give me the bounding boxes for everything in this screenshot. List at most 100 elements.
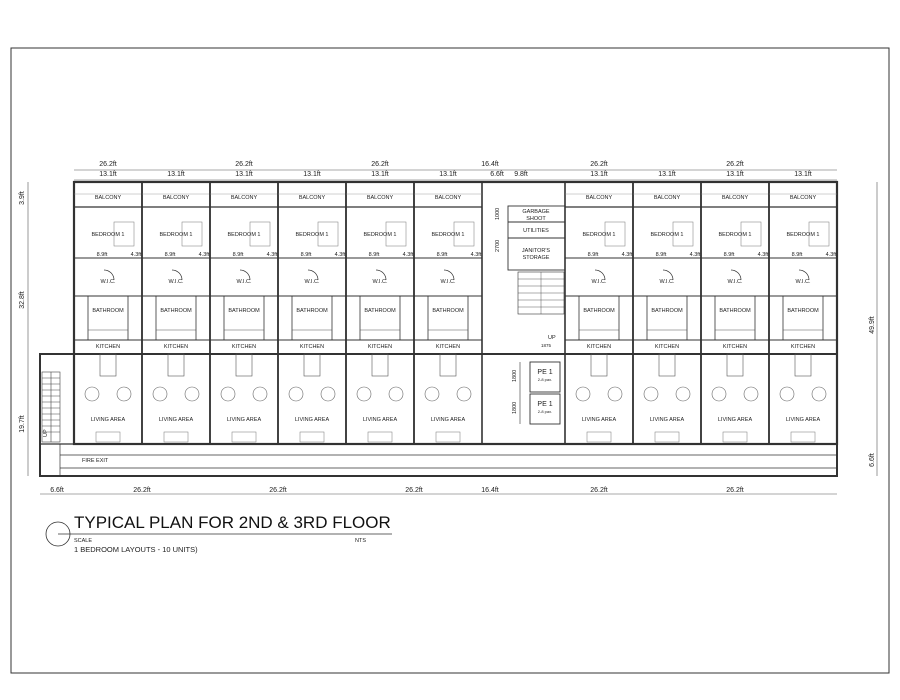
dim-right-bot: 6.6ft: [869, 453, 876, 467]
living-area-label: LIVING AREA: [650, 417, 685, 423]
dim-bottom: 26.2ft: [133, 487, 151, 494]
dim-inner-89: 8.9ft: [792, 252, 803, 258]
balcony-label: BALCONY: [790, 195, 817, 201]
dim-inner-43: 4.3ft: [131, 252, 142, 258]
core-dim-1800a: 1800: [512, 370, 518, 382]
kitchen-label: KITCHEN: [791, 344, 815, 350]
dim-top-unit: 13.1ft: [439, 171, 457, 178]
dim-inner-43: 4.3ft: [622, 252, 633, 258]
dim-top-unit: 13.1ft: [303, 171, 321, 178]
dim-bottom: 6.6ft: [50, 487, 64, 494]
bedroom-label: BEDROOM 1: [718, 232, 751, 238]
wic-label: W.I.C.: [660, 279, 675, 285]
kitchen-label: KITCHEN: [655, 344, 679, 350]
kitchen-label: KITCHEN: [300, 344, 324, 350]
dim-top-overall: 26.2ft: [590, 161, 608, 168]
wic-label: W.I.C.: [592, 279, 607, 285]
dim-top-unit: 9.8ft: [514, 171, 528, 178]
utilities-label: UTILITIES: [523, 228, 549, 234]
dim-inner-43: 4.3ft: [199, 252, 210, 258]
service-core: [507, 205, 566, 425]
pe1-label: PE 1: [537, 369, 552, 376]
kitchen-label: KITCHEN: [164, 344, 188, 350]
bathroom-label: BATHROOM: [160, 308, 192, 314]
garbage-label-1: GARBAGE: [522, 209, 550, 215]
dim-bottom: 16.4ft: [481, 487, 499, 494]
dim-inner-43: 4.3ft: [758, 252, 769, 258]
dim-top-unit: 13.1ft: [371, 171, 389, 178]
dim-inner-89: 8.9ft: [165, 252, 176, 258]
core-dim-2700: 2700: [495, 240, 501, 252]
bedroom-label: BEDROOM 1: [227, 232, 260, 238]
dim-top-overall: 26.2ft: [235, 161, 253, 168]
wic-label: W.I.C.: [728, 279, 743, 285]
bedroom-label: BEDROOM 1: [363, 232, 396, 238]
dim-inner-89: 8.9ft: [656, 252, 667, 258]
dim-inner-89: 8.9ft: [369, 252, 380, 258]
bathroom-label: BATHROOM: [228, 308, 260, 314]
wic-label: W.I.C.: [305, 279, 320, 285]
balcony-label: BALCONY: [299, 195, 326, 201]
wic-label: W.I.C.: [101, 279, 116, 285]
core-stair-value: 1875: [541, 343, 552, 348]
balcony-label: BALCONY: [654, 195, 681, 201]
wic-label: W.I.C.: [237, 279, 252, 285]
pe2-label: PE 1: [537, 401, 552, 408]
core-stair-up-label: UP: [548, 335, 556, 341]
bedroom-label: BEDROOM 1: [786, 232, 819, 238]
dim-left-mid: 32.8ft: [19, 291, 26, 309]
kitchen-label: KITCHEN: [368, 344, 392, 350]
living-area-label: LIVING AREA: [431, 417, 466, 423]
dim-inner-89: 8.9ft: [233, 252, 244, 258]
wic-label: W.I.C.: [441, 279, 456, 285]
dim-top-unit: 13.1ft: [167, 171, 185, 178]
bathroom-label: BATHROOM: [651, 308, 683, 314]
dim-top-unit: 13.1ft: [99, 171, 117, 178]
dim-top-unit: 6.6ft: [490, 171, 504, 178]
dimension-lines: [27, 169, 878, 495]
kitchen-label: KITCHEN: [436, 344, 460, 350]
drawing-title: TYPICAL PLAN FOR 2ND & 3RD FLOOR: [74, 513, 391, 532]
left-staircase: [41, 371, 61, 443]
balcony-label: BALCONY: [231, 195, 258, 201]
living-area-label: LIVING AREA: [363, 417, 398, 423]
bathroom-label: BATHROOM: [583, 308, 615, 314]
dim-inner-43: 4.3ft: [471, 252, 482, 258]
dim-inner-89: 8.9ft: [301, 252, 312, 258]
kitchen-label: KITCHEN: [587, 344, 611, 350]
bedroom-label: BEDROOM 1: [91, 232, 124, 238]
balcony-label: BALCONY: [586, 195, 613, 201]
living-area-label: LIVING AREA: [582, 417, 617, 423]
kitchen-label: KITCHEN: [723, 344, 747, 350]
bedroom-label: BEDROOM 1: [159, 232, 192, 238]
living-area-label: LIVING AREA: [159, 417, 194, 423]
living-area-label: LIVING AREA: [786, 417, 821, 423]
dim-inner-89: 8.9ft: [724, 252, 735, 258]
scale-label: SCALE: [74, 538, 92, 544]
bathroom-label: BATHROOM: [296, 308, 328, 314]
dim-inner-89: 8.9ft: [97, 252, 108, 258]
wic-label: W.I.C.: [373, 279, 388, 285]
bedroom-label: BEDROOM 1: [295, 232, 328, 238]
wic-label: W.I.C.: [796, 279, 811, 285]
bedroom-label: BEDROOM 1: [650, 232, 683, 238]
balcony-label: BALCONY: [367, 195, 394, 201]
dim-top-overall: 26.2ft: [99, 161, 117, 168]
dim-top-unit: 13.1ft: [235, 171, 253, 178]
living-area-label: LIVING AREA: [718, 417, 753, 423]
sheet-border: [10, 47, 890, 674]
balcony-label: BALCONY: [163, 195, 190, 201]
kitchen-label: KITCHEN: [232, 344, 256, 350]
dim-top-overall: 26.2ft: [726, 161, 744, 168]
pe1-note: 2-8 pax.: [538, 377, 552, 382]
wic-label: W.I.C.: [169, 279, 184, 285]
garbage-label-2: SHOOT: [526, 216, 546, 222]
dim-bottom: 26.2ft: [405, 487, 423, 494]
